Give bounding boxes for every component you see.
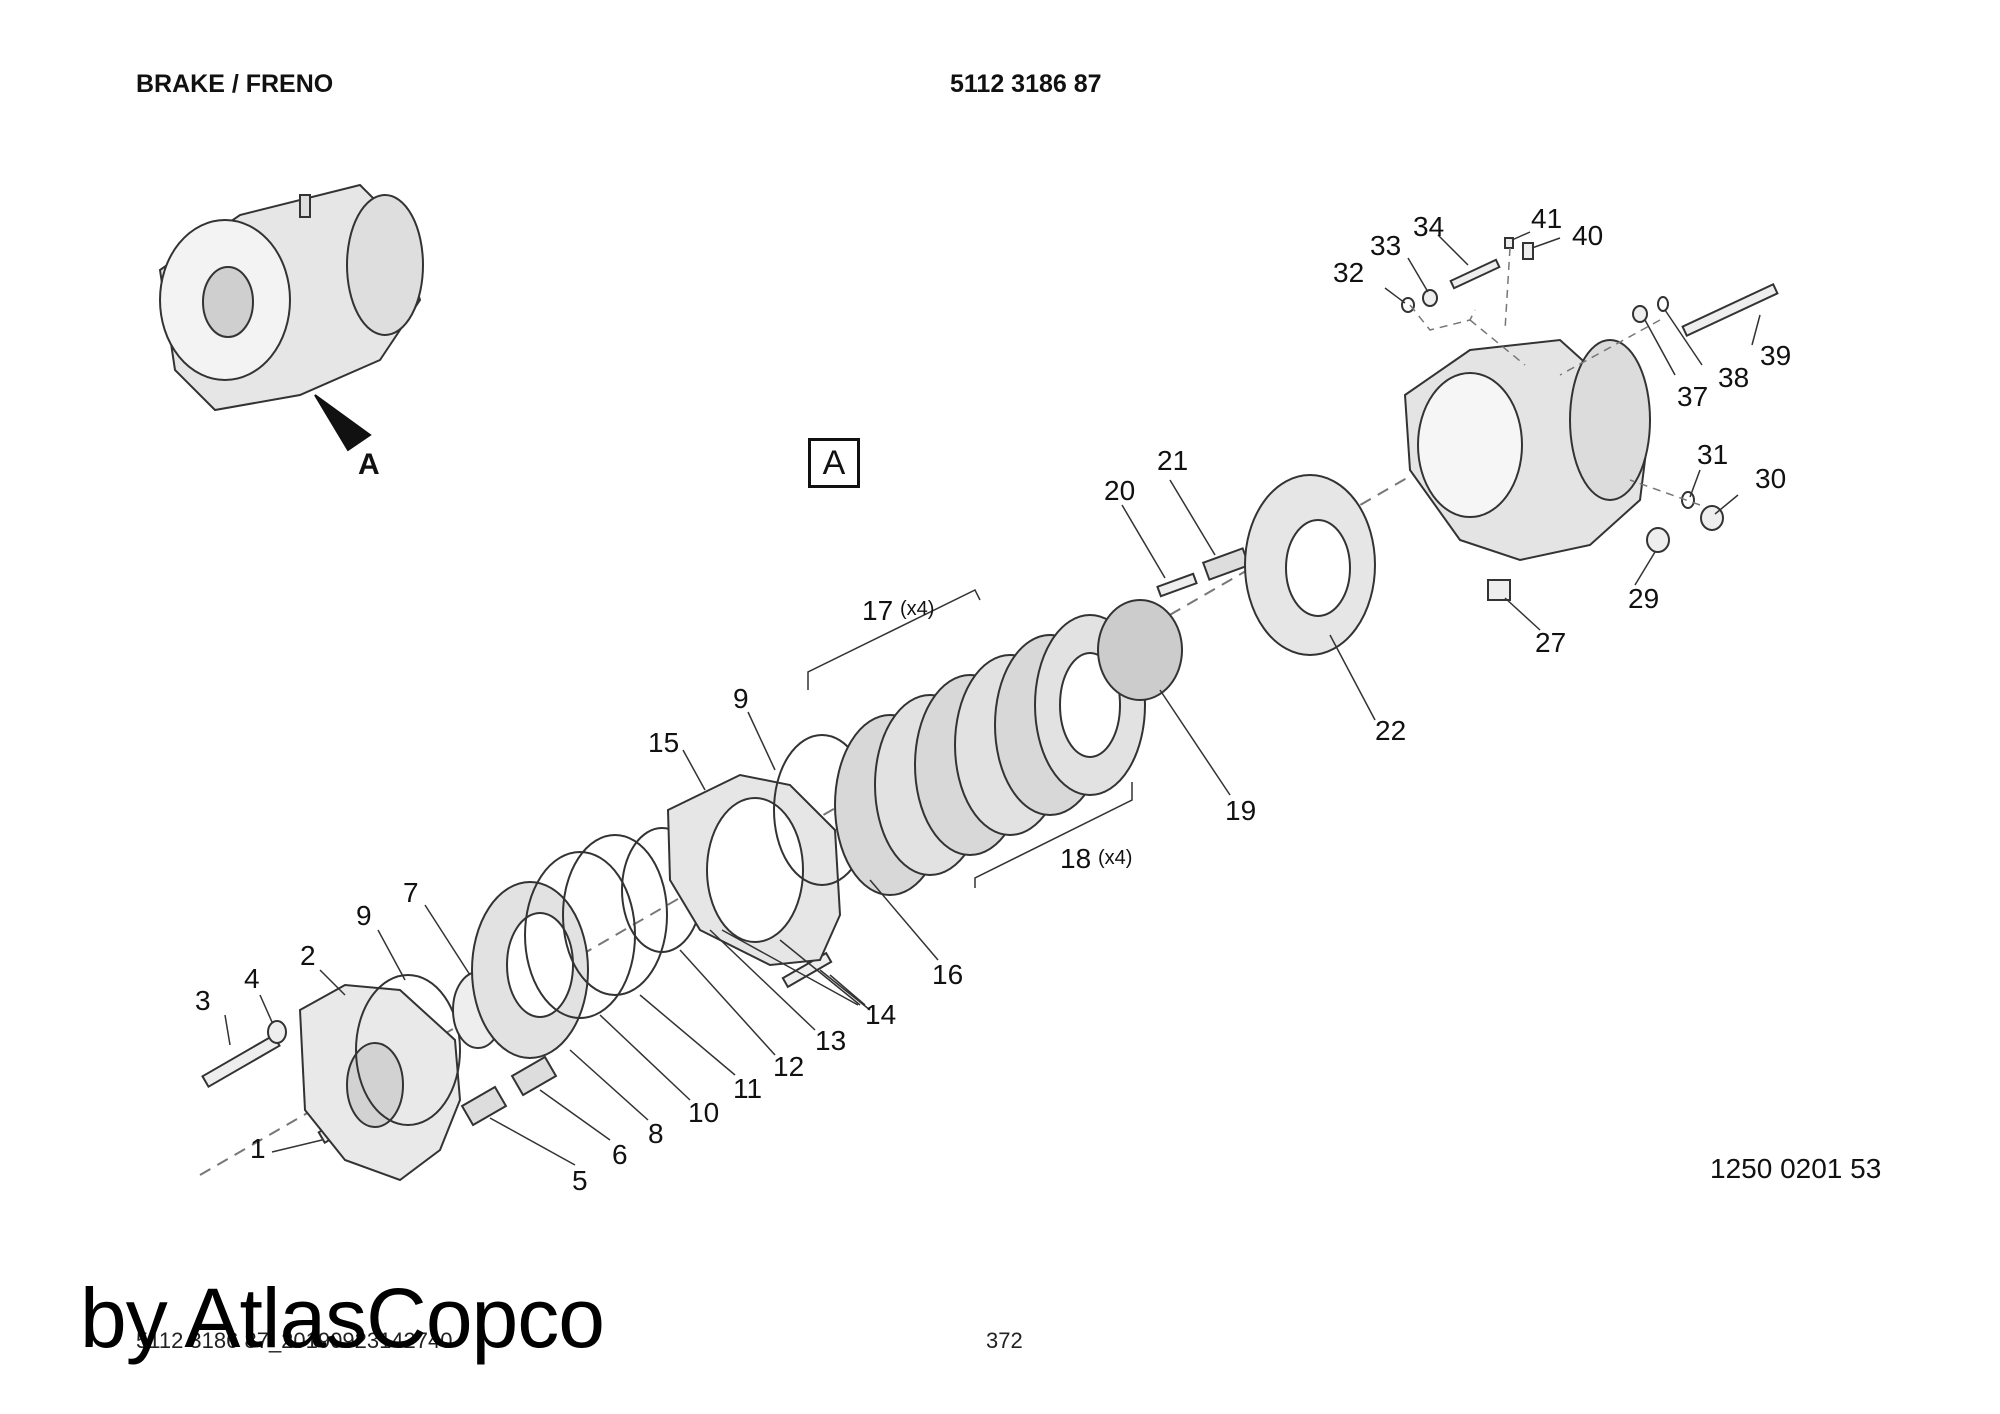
part-41-set-screw bbox=[1504, 237, 1514, 249]
part-6-spring bbox=[510, 1055, 558, 1097]
part-33-nut bbox=[1422, 289, 1438, 307]
part-19-gear bbox=[1097, 599, 1183, 701]
footer-file-reference: 5112 3186 87_20190923142740 bbox=[136, 1328, 453, 1353]
callout-39: 39 bbox=[1760, 340, 1791, 371]
callout-labels: 1 2 3 4 5 6 7 8 9 9 10 11 12 13 14 15 16… bbox=[195, 203, 1791, 1196]
callout-10: 10 bbox=[688, 1097, 719, 1128]
callout-21: 21 bbox=[1157, 445, 1188, 476]
callout-30: 30 bbox=[1755, 463, 1786, 494]
callout-19: 19 bbox=[1225, 795, 1256, 826]
callout-17: 17 bbox=[862, 595, 893, 626]
part-5-spring bbox=[460, 1085, 508, 1127]
watermark: by AtlasCopco bbox=[80, 1271, 605, 1365]
callout-7: 7 bbox=[403, 877, 419, 908]
callout-5: 5 bbox=[572, 1165, 588, 1196]
part-21-spring bbox=[1201, 547, 1251, 581]
callout-18: 18 bbox=[1060, 843, 1091, 874]
callout-22: 22 bbox=[1375, 715, 1406, 746]
part-11-seal bbox=[562, 834, 668, 996]
part-2-cover-bore bbox=[346, 1042, 404, 1128]
leader-lines bbox=[224, 231, 1761, 1166]
part-27-plug bbox=[1487, 579, 1511, 601]
callout-37: 37 bbox=[1677, 381, 1708, 412]
callout-8: 8 bbox=[648, 1118, 664, 1149]
view-arrow-label: A bbox=[358, 448, 380, 481]
callout-15: 15 bbox=[648, 727, 679, 758]
callout-18-qty: (x4) bbox=[1098, 847, 1132, 869]
part-34-rod bbox=[1449, 258, 1501, 290]
callout-20: 20 bbox=[1104, 475, 1135, 506]
callout-27: 27 bbox=[1535, 627, 1566, 658]
part-32-washer bbox=[1401, 297, 1415, 313]
overview-assembly bbox=[158, 183, 424, 412]
callout-13: 13 bbox=[815, 1025, 846, 1056]
callout-41: 41 bbox=[1531, 203, 1562, 234]
view-arrow bbox=[314, 394, 372, 452]
callout-6: 6 bbox=[612, 1139, 628, 1170]
part-38-washer bbox=[1657, 296, 1669, 312]
callout-1: 1 bbox=[250, 1133, 266, 1164]
callout-2: 2 bbox=[300, 940, 316, 971]
part-31-washer bbox=[1681, 491, 1695, 509]
callout-29: 29 bbox=[1628, 583, 1659, 614]
callout-17-qty: (x4) bbox=[900, 598, 934, 620]
callout-9-upper: 9 bbox=[733, 683, 749, 714]
part-22-plate-bore bbox=[1285, 519, 1351, 617]
callout-31: 31 bbox=[1697, 439, 1728, 470]
callout-33: 33 bbox=[1370, 230, 1401, 261]
part-3-bolt bbox=[201, 1033, 281, 1089]
part-4-washer bbox=[267, 1020, 287, 1044]
callout-32: 32 bbox=[1333, 257, 1364, 288]
main-housing-flange bbox=[1569, 339, 1651, 501]
callout-16: 16 bbox=[932, 959, 963, 990]
callout-40: 40 bbox=[1572, 220, 1603, 251]
part-14-screw bbox=[781, 951, 833, 989]
part-29-plug bbox=[1646, 527, 1670, 553]
hidden-lines bbox=[1409, 247, 1701, 506]
part-9-o-ring bbox=[355, 974, 461, 1126]
drawing-number: 1250 0201 53 bbox=[1710, 1153, 1882, 1184]
callout-34: 34 bbox=[1413, 211, 1444, 242]
main-housing-bore bbox=[1417, 372, 1523, 518]
callout-4: 4 bbox=[244, 963, 260, 994]
callout-12: 12 bbox=[773, 1051, 804, 1082]
part-40-set-screw bbox=[1522, 242, 1534, 260]
callout-11: 11 bbox=[733, 1073, 762, 1104]
page-title: BRAKE / FRENO bbox=[136, 70, 334, 98]
part-8-piston-bore bbox=[506, 912, 574, 1018]
callout-3: 3 bbox=[195, 985, 211, 1016]
view-marker-box: A bbox=[808, 438, 860, 488]
part-37-nut bbox=[1632, 305, 1648, 323]
page-number: 372 bbox=[986, 1328, 1023, 1353]
callout-14: 14 bbox=[865, 999, 896, 1030]
part-15-housing-bore bbox=[706, 797, 804, 943]
part-39-bolt bbox=[1681, 283, 1779, 337]
part-20-pin bbox=[1156, 572, 1198, 598]
callout-38: 38 bbox=[1718, 362, 1749, 393]
part-number: 5112 3186 87 bbox=[950, 70, 1102, 98]
discs-17-18 bbox=[834, 614, 1146, 896]
callout-9-lower: 9 bbox=[356, 900, 372, 931]
